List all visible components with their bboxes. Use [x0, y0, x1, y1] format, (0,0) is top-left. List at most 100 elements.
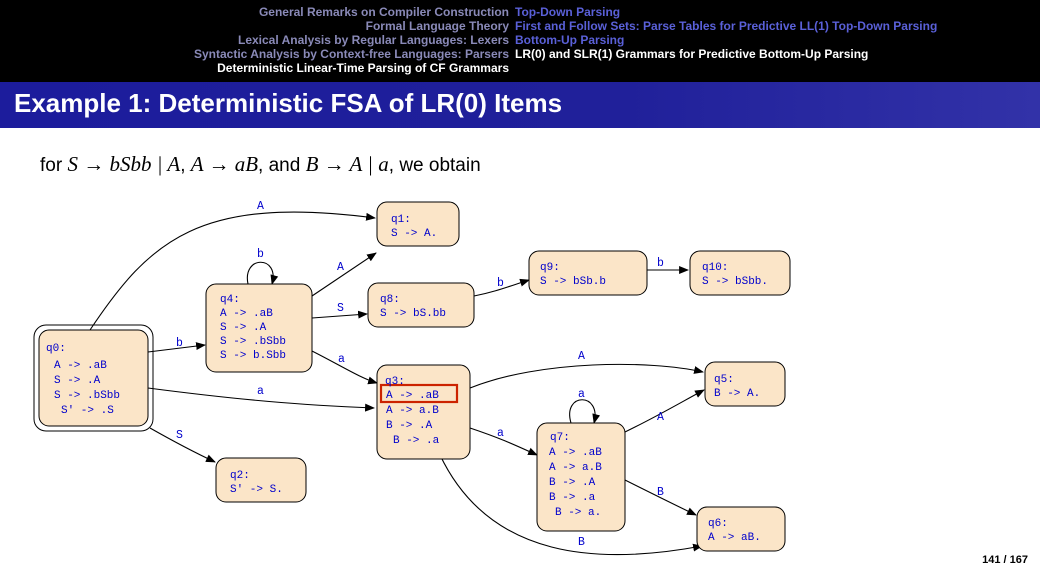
state-q10-item-1: S -> bSbb. — [702, 276, 768, 288]
edge-q3-q7 — [469, 427, 538, 456]
edge-label-q8-q9: b — [497, 277, 504, 290]
state-q8-item-1: S -> bS.bb — [380, 308, 446, 320]
intro-for: for — [40, 155, 63, 176]
header-left-nav: General Remarks on Compiler Construction… — [0, 5, 509, 75]
edge-label-q0-q2: S — [176, 429, 183, 442]
edge-label-q0-q4: b — [176, 337, 183, 350]
edge-label-q4-q8: S — [337, 302, 344, 315]
nav-subsection-2[interactable]: First and Follow Sets: Parse Tables for … — [515, 19, 938, 33]
state-q4-item-1: A -> .aB — [220, 308, 273, 320]
state-q8-label: q8: — [380, 294, 400, 306]
edge-label-q4-q1: A — [337, 261, 344, 274]
state-q5-label: q5: — [714, 374, 734, 386]
state-q7-item-5: B -> a. — [555, 507, 601, 519]
state-q0-label: q0: — [46, 343, 66, 355]
edge-q0-q3 — [147, 387, 375, 412]
grammar-rule-a: A → aB — [190, 152, 259, 176]
state-q0-item-2: S -> .A — [54, 375, 101, 387]
state-q9-item-1: S -> bSb.b — [540, 276, 606, 288]
state-q4[interactable] — [205, 283, 313, 373]
state-q3-item-1: A -> .aB — [386, 390, 439, 402]
state-q6[interactable] — [696, 506, 786, 552]
edge-label-q7-q5: A — [657, 411, 664, 424]
slide-title: Example 1: Deterministic FSA of LR(0) It… — [14, 88, 563, 118]
state-q3[interactable] — [376, 364, 471, 460]
state-q3-item-4: B -> .a — [393, 435, 440, 447]
edge-label-q3-q7: a — [497, 427, 504, 440]
edge-label-q3-q6: B — [578, 536, 585, 549]
state-q9-label: q9: — [540, 262, 560, 274]
grammar-rule-s: S → bSbb | A — [67, 152, 181, 176]
state-q4-label: q4: — [220, 294, 240, 306]
nav-section-3[interactable]: Lexical Analysis by Regular Languages: L… — [238, 33, 509, 47]
edge-q4-q3 — [309, 349, 378, 385]
state-q4-item-4: S -> b.Sbb — [220, 350, 286, 362]
edge-label-q0-q1: A — [257, 200, 264, 213]
state-q7-item-1: A -> .aB — [549, 447, 602, 459]
edge-q4-self — [246, 261, 279, 285]
edge-label-q4-self: b — [257, 248, 264, 261]
state-q3-item-3: B -> .A — [386, 420, 433, 432]
nav-section-5[interactable]: Deterministic Linear-Time Parsing of CF … — [217, 61, 509, 75]
state-q0-outer — [33, 324, 154, 432]
state-q3-label: q3: — [385, 376, 405, 388]
edge-q0-q1 — [89, 211, 376, 331]
edge-q0-q4 — [147, 342, 206, 353]
edge-label-q7-q6: B — [657, 486, 664, 499]
nav-subsection-3[interactable]: Bottom-Up Parsing — [515, 33, 625, 47]
edge-q7-q5 — [624, 389, 705, 433]
slide-title-bar: Example 1: Deterministic FSA of LR(0) It… — [0, 82, 1040, 128]
state-q2[interactable] — [215, 457, 307, 503]
edge-q0-q2 — [149, 427, 216, 463]
state-q7-item-3: B -> .A — [549, 477, 596, 489]
intro-tail: we obtain — [399, 155, 481, 176]
page-number: 141 / 167 — [982, 554, 1028, 566]
state-q5[interactable] — [704, 361, 786, 407]
edge-q4-q1 — [311, 252, 377, 297]
nav-section-4[interactable]: Syntactic Analysis by Context-free Langu… — [194, 47, 509, 61]
grammar-rule-b: B → A | a — [305, 152, 389, 176]
state-q0-item-3: S -> .bSbb — [54, 390, 120, 402]
state-q10[interactable] — [689, 250, 791, 296]
state-q7-item-4: B -> .a — [549, 492, 596, 504]
state-q8[interactable] — [367, 282, 475, 328]
state-q2-label: q2: — [230, 470, 250, 482]
state-q9[interactable] — [528, 250, 648, 296]
state-q2-item-1: S' -> S. — [230, 484, 283, 496]
state-q1-item-1: S -> A. — [391, 228, 437, 240]
edge-label-q9-q10: b — [657, 257, 664, 270]
edge-q3-q6 — [439, 454, 703, 556]
state-q5-item-1: B -> A. — [714, 388, 760, 400]
header-right-nav: Top-Down Parsing First and Follow Sets: … — [515, 5, 1035, 61]
intro-and: and — [268, 155, 301, 176]
state-q4-item-3: S -> .bSbb — [220, 336, 286, 348]
intro-text: for S → bSbb | A, A → aB, and B → A | a,… — [40, 152, 481, 176]
edge-label-q0-q3: a — [257, 385, 264, 398]
edge-label-q7-self: a — [578, 388, 585, 401]
state-q1-label: q1: — [391, 214, 411, 226]
edge-q4-q8 — [311, 310, 368, 319]
edge-q7-q6 — [624, 479, 697, 516]
edge-q8-q9 — [473, 278, 530, 297]
nav-section-1[interactable]: General Remarks on Compiler Construction — [258, 5, 509, 19]
edge-q3-q5 — [469, 363, 704, 389]
state-q10-label: q10: — [702, 262, 728, 274]
state-q4-item-2: S -> .A — [220, 322, 267, 334]
state-q7[interactable] — [536, 422, 626, 532]
state-q6-item-1: A -> aB. — [708, 532, 761, 544]
edge-label-q4-q3: a — [338, 353, 345, 366]
state-q6-label: q6: — [708, 518, 728, 530]
edge-label-q3-q5: A — [578, 350, 585, 363]
state-q0-item-4: S' -> .S — [61, 405, 114, 417]
nav-subsection-1[interactable]: Top-Down Parsing — [515, 5, 621, 19]
edge-q7-self — [569, 399, 601, 424]
nav-subsection-4[interactable]: LR(0) and SLR(1) Grammars for Predictive… — [515, 47, 869, 61]
state-q1[interactable] — [376, 201, 460, 247]
state-q0-item-1: A -> .aB — [54, 360, 107, 372]
state-q0[interactable] — [38, 329, 149, 427]
state-q3-item-2: A -> a.B — [386, 405, 439, 417]
header-bar: General Remarks on Compiler Construction… — [0, 0, 1040, 82]
state-q7-label: q7: — [550, 432, 570, 444]
nav-section-2[interactable]: Formal Language Theory — [365, 19, 509, 33]
